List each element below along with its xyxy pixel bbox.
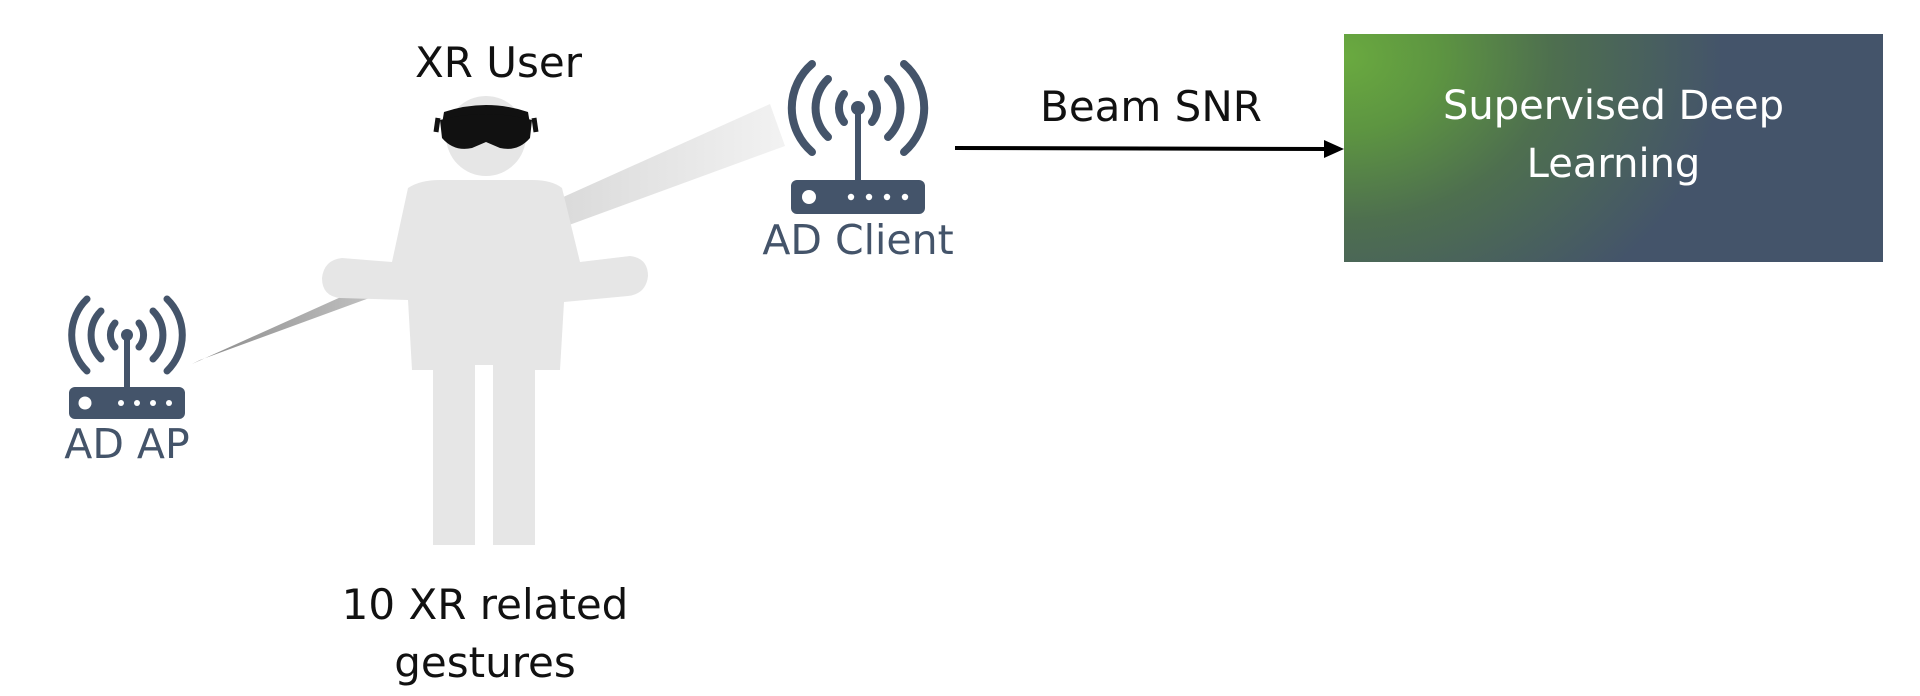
gestures-label-line1: 10 XR related — [341, 580, 629, 629]
deep-learning-label: Supervised Deep Learning — [1443, 83, 1784, 187]
wifi-waves-icon — [787, 60, 929, 156]
router-icon — [68, 295, 186, 419]
ad-ap-label: AD AP — [64, 420, 190, 468]
deep-learning-box: Supervised Deep Learning — [1344, 34, 1883, 262]
router-icon — [787, 60, 929, 214]
headset-icon — [433, 105, 539, 149]
person-icon — [322, 96, 648, 545]
xr-user-label: XR User — [415, 38, 583, 87]
beam-snr-label: Beam SNR — [1040, 82, 1262, 131]
wifi-waves-icon — [68, 295, 186, 375]
ad-client-label: AD Client — [762, 216, 954, 264]
arrow-right-icon — [954, 140, 1344, 158]
gestures-label-line2: gestures — [394, 638, 576, 687]
